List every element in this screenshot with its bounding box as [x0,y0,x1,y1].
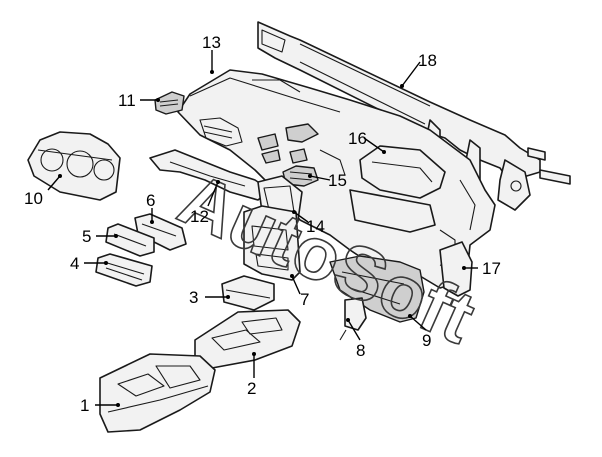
glove-box [329,241,473,323]
callout-4: 4 [70,254,79,273]
callout-10: 10 [24,189,43,208]
passenger-airbag [359,145,446,199]
center-console [99,353,216,433]
callout-16: 16 [348,129,367,148]
callout-8: 8 [356,341,365,360]
dashboard-main-panel [177,69,496,289]
callout-12: 12 [190,207,209,226]
callout-5: 5 [82,227,91,246]
callout-17: 17 [482,259,501,278]
callout-13: 13 [202,33,221,52]
sensor-bracket [339,297,367,341]
console-tray [194,309,301,369]
switch-panels [95,213,187,287]
callout-2: 2 [247,379,256,398]
side-vent [154,91,185,115]
callout-14: 14 [306,217,325,236]
leader-lines [47,50,478,407]
callout-9: 9 [422,331,431,350]
callout-7: 7 [300,290,309,309]
callout-3: 3 [189,288,198,307]
callout-15: 15 [328,171,347,190]
callout-6: 6 [146,191,155,210]
callout-18: 18 [418,51,437,70]
callout-11: 11 [118,91,136,110]
callout-1: 1 [80,396,89,415]
control-module [221,275,275,311]
center-bezel [243,205,301,281]
